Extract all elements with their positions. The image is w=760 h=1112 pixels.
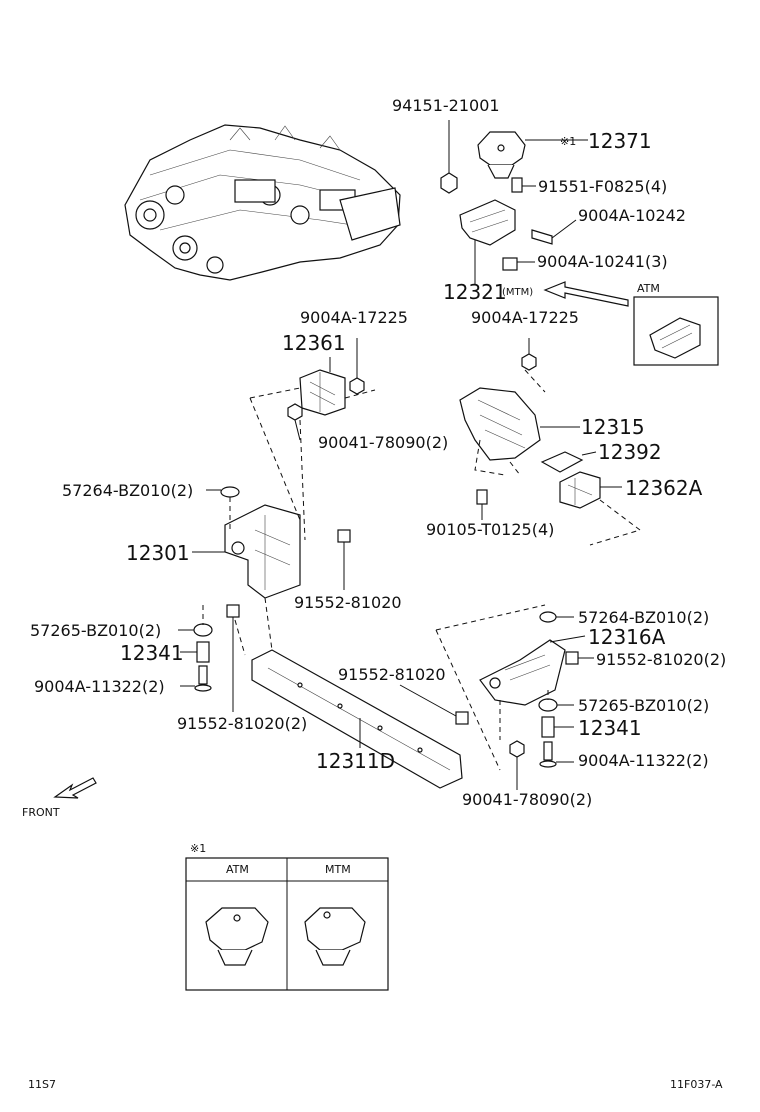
- part-12316A: [479, 635, 586, 706]
- part-11322-bolt-left: [180, 665, 212, 692]
- label-91551-f0825: 91551-F0825(4): [538, 177, 668, 196]
- dashed-alignment-lines: [202, 369, 642, 771]
- label-57265-bz010-right: 57265-BZ010(2): [578, 696, 710, 715]
- part-12311D: [251, 649, 463, 789]
- part-90041-nut-bottom: [509, 740, 525, 790]
- label-table-mark: ※1: [190, 842, 207, 855]
- variant-table: [185, 857, 389, 991]
- label-12371: 12371: [588, 129, 652, 153]
- label-atm-inset: ATM: [637, 282, 660, 295]
- label-front: FRONT: [22, 806, 60, 819]
- label-94151-21001: 94151-21001: [392, 96, 500, 115]
- part-57265-bushing-left: [178, 623, 213, 637]
- label-12311d: 12311D: [316, 749, 396, 773]
- part-12392: [540, 451, 597, 473]
- part-90041-nut-top: [287, 403, 303, 441]
- label-90041-78090-bottom: 90041-78090(2): [462, 790, 593, 809]
- engine-illustration: [124, 124, 401, 281]
- footer-code-right: 11F037-A: [670, 1078, 723, 1091]
- part-12362A: [559, 471, 622, 509]
- part-57264-washer-right: [539, 611, 574, 623]
- label-9004a-17225-left: 9004A-17225: [300, 308, 408, 327]
- label-9004a-11322-right: 9004A-11322(2): [578, 751, 709, 770]
- label-12321-mtm: (MTM): [502, 287, 534, 298]
- label-9004a-17225-right: 9004A-17225: [471, 308, 579, 327]
- label-table-mtm: MTM: [325, 863, 351, 876]
- label-91552-81020-right: 91552-81020(2): [596, 650, 727, 669]
- part-90105-bolt: [476, 489, 488, 520]
- part-12371: [477, 131, 526, 179]
- part-12321-bracket: [459, 199, 516, 285]
- label-table-atm: ATM: [226, 863, 249, 876]
- label-12341-left: 12341: [120, 641, 184, 665]
- label-9004a-11322-left: 9004A-11322(2): [34, 677, 165, 696]
- label-57265-bz010-left: 57265-BZ010(2): [30, 621, 162, 640]
- part-10242-bolt: [531, 219, 577, 245]
- label-12301: 12301: [126, 541, 190, 565]
- part-91552-bolt-bottom: [226, 604, 240, 712]
- part-91552-bolt-center: [399, 684, 469, 725]
- label-90105-t0125: 90105-T0125(4): [426, 520, 555, 539]
- label-91552-81020-mid: 91552-81020: [294, 593, 402, 612]
- label-9004a-10241: 9004A-10241(3): [537, 252, 668, 271]
- part-91552-bolt-mid: [337, 529, 351, 590]
- label-90041-78090-top: 90041-78090(2): [318, 433, 449, 452]
- part-12341-collar-right: [541, 716, 574, 738]
- hollow-arrow-left-icon: [543, 281, 629, 307]
- label-12362a: 12362A: [625, 476, 703, 500]
- part-91551-bolt: [511, 177, 536, 193]
- label-12371-mark: ※1: [560, 135, 577, 148]
- label-91552-81020-center: 91552-81020: [338, 665, 446, 684]
- label-12316a: 12316A: [588, 625, 666, 649]
- label-12315: 12315: [581, 415, 645, 439]
- part-17225-nut-left: [349, 338, 365, 395]
- label-57264-bz010-left: 57264-BZ010(2): [62, 481, 194, 500]
- part-91552-bolt-right: [565, 651, 594, 665]
- label-12341-right: 12341: [578, 716, 642, 740]
- label-9004a-10242: 9004A-10242: [578, 206, 686, 225]
- part-10241-bolt: [502, 257, 535, 271]
- atm-inset: [633, 296, 719, 366]
- front-arrow-icon: [53, 777, 97, 799]
- label-12321: 12321: [443, 280, 507, 304]
- label-57264-bz010-right: 57264-BZ010(2): [578, 608, 710, 627]
- label-12392: 12392: [598, 440, 662, 464]
- label-12361: 12361: [282, 331, 346, 355]
- part-57264-washer-left: [206, 486, 240, 498]
- footer-code-left: 11S7: [28, 1078, 56, 1091]
- part-11322-bolt-right: [539, 741, 574, 768]
- part-12301: [192, 504, 301, 599]
- part-57265-bushing-right: [538, 698, 574, 712]
- part-17225-nut-right: [521, 338, 537, 371]
- label-91552-81020-bottom: 91552-81020(2): [177, 714, 308, 733]
- part-12341-collar-left: [180, 641, 210, 663]
- part-94151-nut: [440, 120, 458, 194]
- part-12361: [299, 357, 346, 416]
